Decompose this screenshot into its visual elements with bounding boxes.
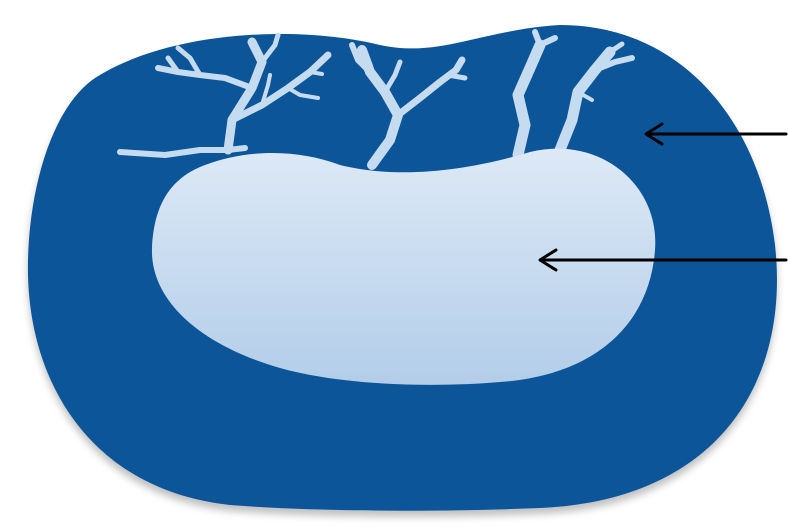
arrow-inner-region [538, 248, 788, 272]
arrows [538, 122, 788, 272]
vessel-branch-3 [512, 39, 546, 161]
vessel-branch-1c [259, 32, 281, 65]
vessel-branches [117, 29, 635, 170]
vessel-branch-3e [607, 41, 625, 55]
inner-region [151, 148, 656, 385]
vessel-branch-2d [382, 59, 403, 95]
vessel-branch-1i [117, 145, 248, 158]
vessel-branch-1h [260, 73, 272, 107]
vessel-branch-3b [537, 35, 558, 48]
arrow-outer-layer [644, 122, 788, 146]
vessel-branch-1f [286, 86, 320, 100]
vessel-branch-1d [165, 55, 181, 75]
vessel-branch-1g [308, 70, 324, 76]
vessel-branch-3f [576, 90, 594, 102]
vessel-branch-2a [349, 42, 373, 75]
vessel-branch-3d [592, 55, 635, 73]
vessel-branch-1b [175, 45, 203, 78]
vessel-branch-2c [437, 72, 468, 85]
